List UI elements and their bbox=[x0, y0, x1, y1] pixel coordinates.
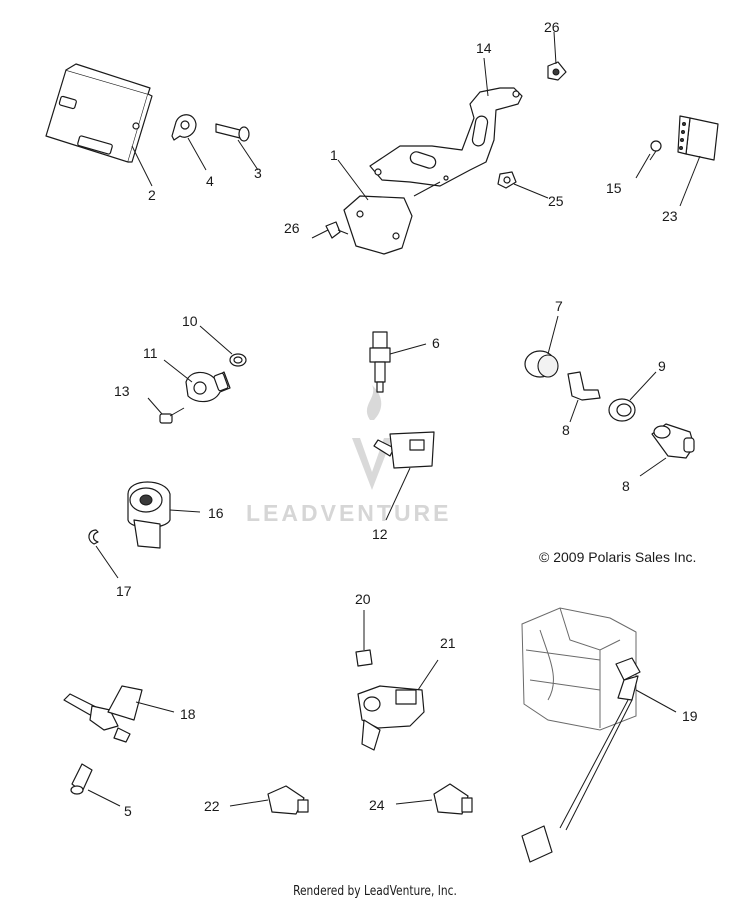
cylinder-5 bbox=[70, 763, 93, 795]
screw-26-bottom bbox=[325, 221, 349, 239]
bolt-20 bbox=[355, 649, 373, 667]
sensor-12 bbox=[373, 431, 435, 469]
cam-sensor-18 bbox=[63, 685, 143, 743]
callout-9: 9 bbox=[658, 358, 666, 374]
callout-20: 20 bbox=[355, 591, 371, 607]
callout-14: 14 bbox=[476, 40, 492, 56]
clip-4 bbox=[171, 114, 197, 141]
callout-21: 21 bbox=[440, 635, 456, 651]
callout-10: 10 bbox=[182, 313, 198, 329]
ecu-module bbox=[45, 63, 153, 163]
callout-8-left: 8 bbox=[562, 422, 570, 438]
leader-15 bbox=[635, 153, 651, 179]
callout-12: 12 bbox=[372, 526, 388, 542]
callout-18: 18 bbox=[180, 706, 196, 722]
callout-5: 5 bbox=[124, 803, 132, 819]
callout-8-right: 8 bbox=[622, 478, 630, 494]
leader-19 bbox=[635, 689, 677, 713]
leader-21 bbox=[417, 659, 439, 691]
callout-1: 1 bbox=[330, 147, 338, 163]
callout-3: 3 bbox=[254, 165, 262, 181]
knock-sensor-16 bbox=[127, 481, 171, 549]
copyright-notice: © 2009 Polaris Sales Inc. bbox=[539, 549, 697, 565]
leader-3 bbox=[237, 139, 259, 171]
callout-7: 7 bbox=[555, 298, 563, 314]
callout-2: 2 bbox=[148, 187, 156, 203]
leader-14 bbox=[483, 57, 489, 97]
relay-24 bbox=[433, 783, 473, 815]
leader-13 bbox=[147, 397, 163, 415]
callout-23: 23 bbox=[662, 208, 678, 224]
bracket-14 bbox=[369, 87, 523, 187]
map-sensor-21 bbox=[357, 685, 425, 751]
callout-15: 15 bbox=[606, 180, 622, 196]
plate-1 bbox=[343, 195, 413, 255]
engine-ghost bbox=[521, 607, 637, 731]
tab-8-left bbox=[567, 371, 601, 401]
callout-26-bottom: 26 bbox=[284, 220, 300, 236]
callout-17: 17 bbox=[116, 583, 132, 599]
sensor-19 bbox=[521, 657, 641, 863]
screw-15 bbox=[649, 140, 662, 161]
callout-6: 6 bbox=[432, 335, 440, 351]
leader-2 bbox=[131, 145, 153, 187]
bolt-13 bbox=[159, 407, 185, 424]
connector-23 bbox=[677, 115, 719, 161]
footer-credit: Rendered by LeadVenture, Inc. bbox=[293, 884, 457, 899]
callout-11: 11 bbox=[143, 345, 158, 361]
leader-24 bbox=[395, 799, 433, 805]
leader-1b bbox=[413, 181, 441, 197]
leader-6 bbox=[389, 343, 427, 355]
callout-4: 4 bbox=[206, 173, 214, 189]
screw-26-top bbox=[547, 61, 567, 81]
leader-8-right bbox=[639, 457, 667, 477]
watermark-text: LEADVENTURE bbox=[246, 500, 452, 526]
sensor-6 bbox=[369, 331, 391, 393]
leader-23 bbox=[679, 155, 701, 207]
leader-4 bbox=[187, 137, 207, 171]
bolt-3 bbox=[215, 123, 250, 142]
leader-9 bbox=[629, 371, 657, 401]
callout-24: 24 bbox=[369, 797, 385, 813]
leader-1 bbox=[337, 159, 369, 201]
leader-25 bbox=[513, 183, 549, 199]
leader-5 bbox=[87, 789, 121, 807]
leader-11 bbox=[163, 359, 193, 383]
callout-25: 25 bbox=[548, 193, 564, 209]
leader-26-bottom bbox=[311, 229, 329, 239]
o-ring-10 bbox=[229, 353, 247, 367]
leader-12 bbox=[385, 467, 411, 521]
leader-17 bbox=[95, 545, 119, 579]
callout-13: 13 bbox=[114, 383, 130, 399]
cap-7 bbox=[524, 350, 559, 378]
leader-8-left bbox=[569, 399, 579, 423]
leader-18 bbox=[135, 701, 175, 713]
leader-10 bbox=[199, 325, 233, 355]
callout-22: 22 bbox=[204, 798, 220, 814]
leader-26-top bbox=[553, 31, 557, 65]
leader-22 bbox=[229, 799, 269, 807]
leader-16 bbox=[169, 509, 201, 513]
sensor-11 bbox=[185, 371, 231, 403]
clip-17 bbox=[88, 529, 99, 545]
nut-25 bbox=[497, 171, 517, 189]
callout-19: 19 bbox=[682, 708, 698, 724]
callout-16: 16 bbox=[208, 505, 224, 521]
relay-22 bbox=[267, 785, 309, 815]
switch-8-right bbox=[651, 423, 695, 459]
callout-26-top: 26 bbox=[544, 19, 560, 35]
leader-7 bbox=[547, 315, 559, 355]
nut-9 bbox=[608, 398, 636, 422]
